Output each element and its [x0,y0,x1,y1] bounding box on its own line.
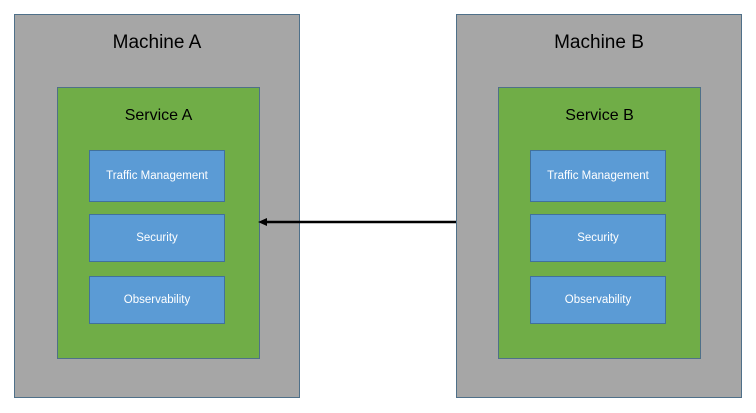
service-b-title: Service B [565,107,634,124]
capability-traffic-management: Traffic Management [530,150,666,202]
machine-b-title: Machine B [554,32,644,53]
machine-b-box: Machine B Service B Traffic Management S… [456,14,742,398]
machine-a-title: Machine A [112,32,202,53]
capability-traffic-management: Traffic Management [89,150,225,202]
service-a-box: Service A Traffic Management Security Ob… [57,87,260,359]
capability-security: Security [530,214,666,262]
capability-observability: Observability [89,276,225,324]
capability-observability: Observability [530,276,666,324]
machine-a-box: Machine A Service A Traffic Management S… [14,14,300,398]
service-a-title: Service A [124,107,193,124]
service-b-box: Service B Traffic Management Security Ob… [498,87,701,359]
capability-security: Security [89,214,225,262]
